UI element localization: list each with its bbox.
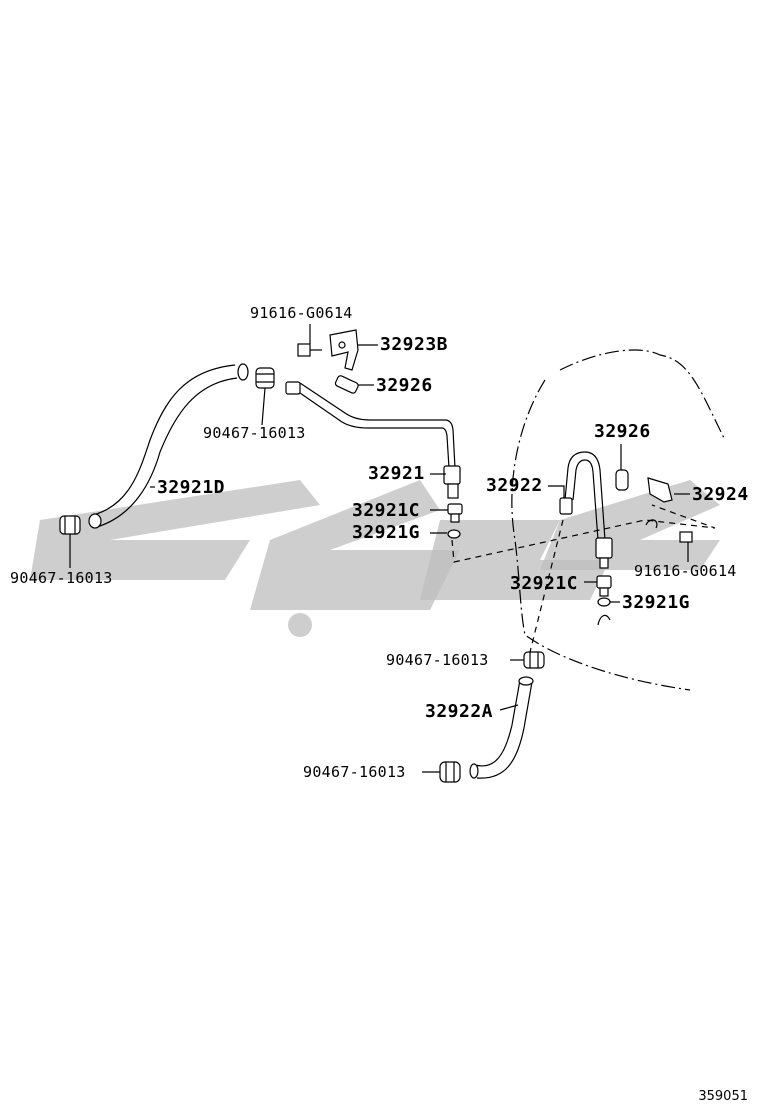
label-tube-left: 32921 xyxy=(368,463,425,484)
label-tube-right: 32922 xyxy=(486,475,543,496)
sleeve-right xyxy=(615,469,629,491)
label-bolt-right: 91616-G0614 xyxy=(634,562,737,580)
label-bracket-right: 32924 xyxy=(692,484,749,505)
union-left xyxy=(447,503,463,523)
bolt-right xyxy=(679,531,693,543)
label-clamp-bottom: 90467-16013 xyxy=(303,763,406,781)
label-hose-left: 32921D xyxy=(157,477,226,498)
clamp-left xyxy=(59,515,81,535)
figure-id: 359051 xyxy=(698,1089,748,1104)
clamp-mid xyxy=(523,651,545,669)
label-union-left: 32921C xyxy=(352,500,421,521)
label-gasket-right: 32921G xyxy=(622,592,691,613)
leader-lines xyxy=(69,324,690,773)
label-clamp-left: 90467-16013 xyxy=(10,569,113,587)
bracket-top xyxy=(329,329,359,371)
sleeve-top xyxy=(334,375,359,394)
gasket-left xyxy=(447,529,461,539)
clamp-bottom xyxy=(439,761,461,783)
label-hose-bottom: 32922A xyxy=(425,701,494,722)
label-union-right: 32921C xyxy=(510,573,579,594)
label-sleeve-top: 32926 xyxy=(376,375,433,396)
hose-32922a xyxy=(474,679,533,779)
label-bolt-top: 91616-G0614 xyxy=(250,304,353,322)
engine-outline xyxy=(511,349,726,691)
tube-32921 xyxy=(299,382,456,469)
watermark-logo xyxy=(30,480,720,637)
hose-32921d xyxy=(92,364,238,528)
bracket-right xyxy=(645,477,673,529)
label-sleeve-right: 32926 xyxy=(594,421,651,442)
label-bracket-top: 32923B xyxy=(380,334,449,355)
bolt-top xyxy=(297,343,322,357)
label-gasket-left: 32921G xyxy=(352,522,421,543)
clamp-top xyxy=(255,367,275,389)
gasket-right xyxy=(597,597,611,607)
tube-32922 xyxy=(564,451,606,541)
label-clamp-mid: 90467-16013 xyxy=(386,651,489,669)
label-clamp-top: 90467-16013 xyxy=(203,424,306,442)
union-right xyxy=(596,575,612,597)
